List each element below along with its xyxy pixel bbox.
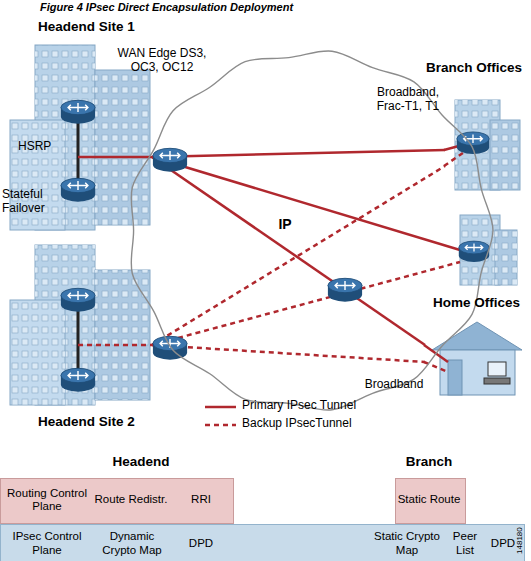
band-cell: Routing Control Plane (3, 479, 91, 521)
site-heading: Headend Site 1 (38, 19, 153, 35)
legend-text: Backup IPsecTunnel (242, 417, 352, 431)
band-cell: Dynamic Crypto Map (93, 525, 171, 561)
protocol-note: HSRP (18, 140, 60, 154)
cloud-outline (115, 38, 505, 423)
router-icon (61, 100, 95, 123)
router-icon (61, 178, 95, 201)
ipsec-tunnel (152, 157, 425, 345)
protocol-note: Stateful Failover (2, 188, 52, 216)
router-icon (61, 368, 95, 391)
band-cell: Peer List (445, 525, 485, 561)
link-note: WAN Edge DS3, OC3, OC12 (114, 47, 210, 75)
branch-office-buildings (455, 100, 520, 285)
cloud-path (131, 51, 493, 410)
legend-samples (205, 407, 236, 425)
headend-site-2-buildings (10, 245, 150, 405)
figure-id: 148180 (515, 521, 524, 561)
crypto-band: IPsec Control PlaneDynamic Crypto MapDPD… (0, 524, 525, 561)
control-band: HeadendRouting Control PlaneRoute Redist… (0, 478, 234, 524)
branch-building: Branch Offices (445, 84, 522, 194)
site-heading: Branch Offices (417, 60, 522, 76)
router-icon (61, 288, 95, 311)
band-cell: Static Route (396, 479, 462, 521)
site-heading: Headend Site 2 (38, 414, 153, 430)
home-office: Home Offices (425, 320, 522, 400)
router-icon (153, 148, 187, 171)
router-icon (457, 132, 489, 154)
band-heading: Branch (388, 454, 470, 470)
band-cell: Route Redistr. (93, 479, 169, 521)
link-note: Broadband (362, 378, 426, 392)
router-icon (328, 278, 362, 301)
router-icon (459, 241, 489, 262)
router-icon (153, 336, 187, 359)
ipsec-tunnel (152, 345, 425, 362)
site-heading: Home Offices (415, 295, 520, 311)
figure-title: Figure 4 IPsec Direct Encapsulation Depl… (40, 1, 293, 14)
cloud-label: IP (265, 216, 305, 232)
ip-cloud: IP (115, 38, 505, 423)
ipsec-tunnel (152, 150, 445, 157)
control-band: BranchStatic Route (395, 478, 466, 524)
band-cell: IPsec Control Plane (3, 525, 91, 561)
ipsec-tunnel (152, 166, 445, 345)
link-note: Broadband, Frac-T1, T1 (372, 86, 444, 114)
band-cell: Static Crypto Map (369, 525, 445, 561)
band-cell: RRI (171, 479, 231, 521)
band-heading: Headend (101, 454, 181, 470)
legend-text: Primary IPsec Tunnel (242, 399, 356, 413)
home-office-house (432, 322, 522, 395)
site-building: Headend Site 2 (8, 238, 152, 408)
tunnel-stubs (78, 112, 470, 380)
band-cell: DPD (173, 525, 229, 561)
